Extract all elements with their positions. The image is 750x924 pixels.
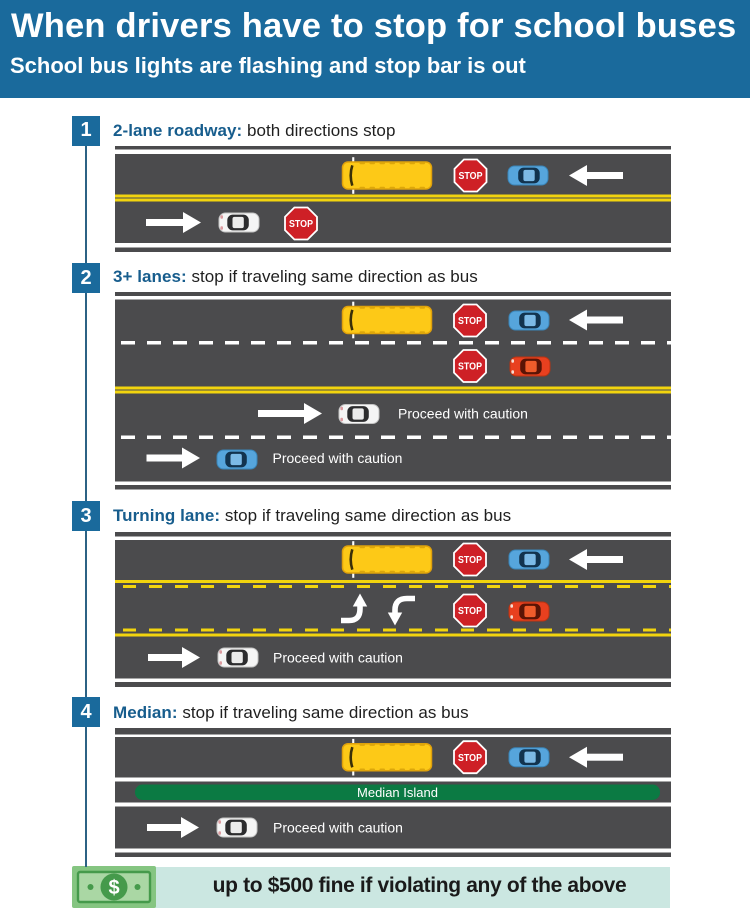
svg-text:$: $ (108, 877, 119, 899)
svg-text:STOP: STOP (458, 605, 482, 617)
svg-text:STOP: STOP (458, 170, 482, 182)
svg-text:Proceed with caution: Proceed with caution (398, 405, 528, 421)
svg-text:Proceed with caution: Proceed with caution (272, 450, 402, 466)
svg-text:STOP: STOP (289, 218, 313, 230)
svg-text:Proceed with caution: Proceed with caution (273, 649, 403, 665)
svg-text:Proceed with caution: Proceed with caution (273, 819, 403, 835)
svg-text:STOP: STOP (458, 554, 482, 566)
svg-text:STOP: STOP (458, 751, 482, 763)
svg-text:STOP: STOP (458, 315, 482, 327)
svg-text:Median Island: Median Island (357, 785, 438, 800)
svg-text:STOP: STOP (458, 361, 482, 373)
